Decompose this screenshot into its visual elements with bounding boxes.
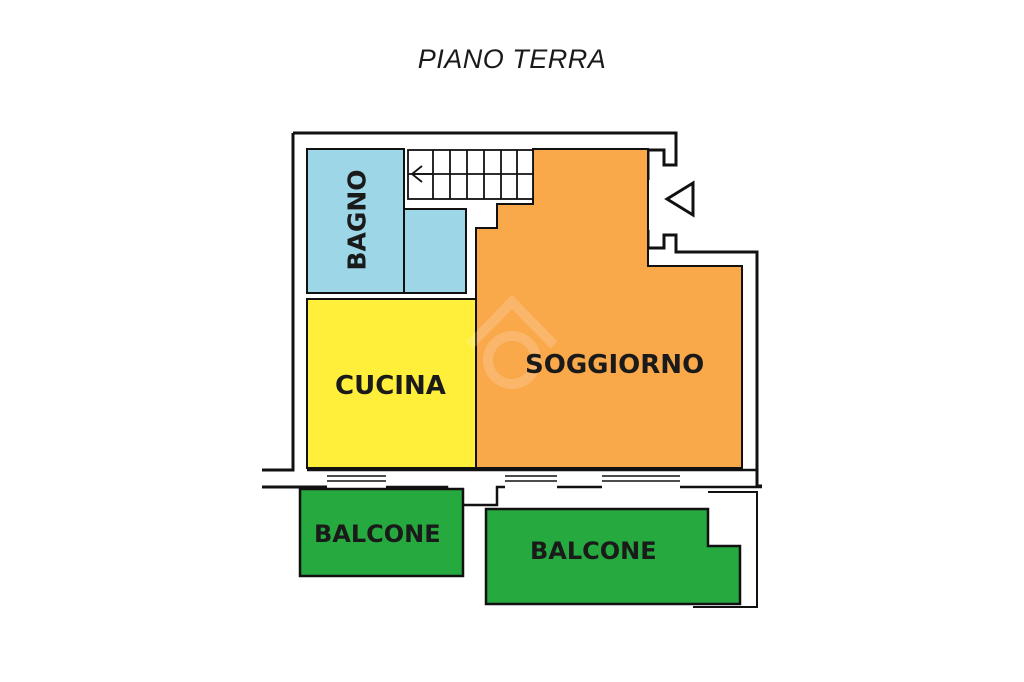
room-bagno-alcove (403, 208, 467, 294)
balcone-1-area (298, 487, 465, 578)
room-cucina-area (306, 298, 477, 469)
room-soggiorno-area (475, 148, 743, 469)
stairs-icon (407, 149, 534, 200)
room-label-balcone-1: BALCONE (314, 520, 441, 548)
watermark-logo-icon (466, 294, 558, 389)
facade-wall (307, 468, 762, 507)
outer-wall-right (646, 230, 762, 488)
room-label-balcone-2: BALCONE (530, 537, 657, 565)
balcone-2-area (484, 507, 742, 606)
window-openings (327, 475, 680, 482)
floor-title: PIANO TERRA (417, 44, 607, 74)
room-label-cucina: CUCINA (335, 371, 446, 401)
balcone-2-outline (693, 491, 758, 608)
room-label-soggiorno: SOGGIORNO (525, 350, 705, 380)
entrance-triangle-icon (664, 180, 695, 218)
room-label-bagno: BAGNO (342, 169, 372, 271)
room-bagno-area (306, 148, 405, 294)
